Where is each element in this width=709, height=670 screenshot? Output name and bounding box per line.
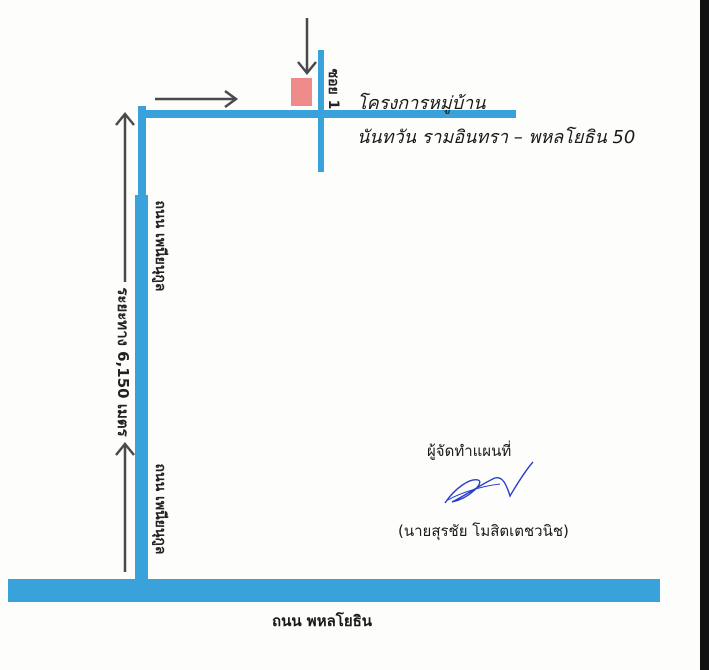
road-side-vertical <box>135 195 148 581</box>
scan-edge <box>697 0 709 670</box>
distance-label: ระยะทาง 6,150 เมตร <box>114 287 132 437</box>
signature-icon <box>444 461 534 504</box>
project-name-line1: โครงการหมู่บ้าน <box>357 93 486 114</box>
side-road-label-lower: ถนน เพนียนุกูล <box>152 463 168 555</box>
map-maker-title: ผู้จัดทำแผนที่ <box>427 442 512 460</box>
map-maker-name: (นายสุรชัย โมสิตเตชวนิช) <box>398 522 569 540</box>
soi-label: ซอย 1 <box>325 68 341 110</box>
road-side-vertical-top <box>138 106 146 198</box>
arrow-down-icon <box>297 18 317 75</box>
project-name-line2: นันทวัน รามอินทรา – พหลโยธิน 50 <box>357 127 636 148</box>
road-phahonyothin <box>8 579 660 602</box>
location-marker <box>291 78 312 106</box>
road-soi-1 <box>318 50 324 172</box>
arrow-up-upper-icon <box>115 112 135 282</box>
arrow-right-icon <box>155 89 239 109</box>
road-project-horizontal <box>138 110 516 118</box>
main-road-label: ถนน พหลโยธิน <box>272 612 373 630</box>
arrow-up-lower-icon <box>115 442 135 572</box>
side-road-label-upper: ถนน เพนียนุกูล <box>152 200 168 292</box>
